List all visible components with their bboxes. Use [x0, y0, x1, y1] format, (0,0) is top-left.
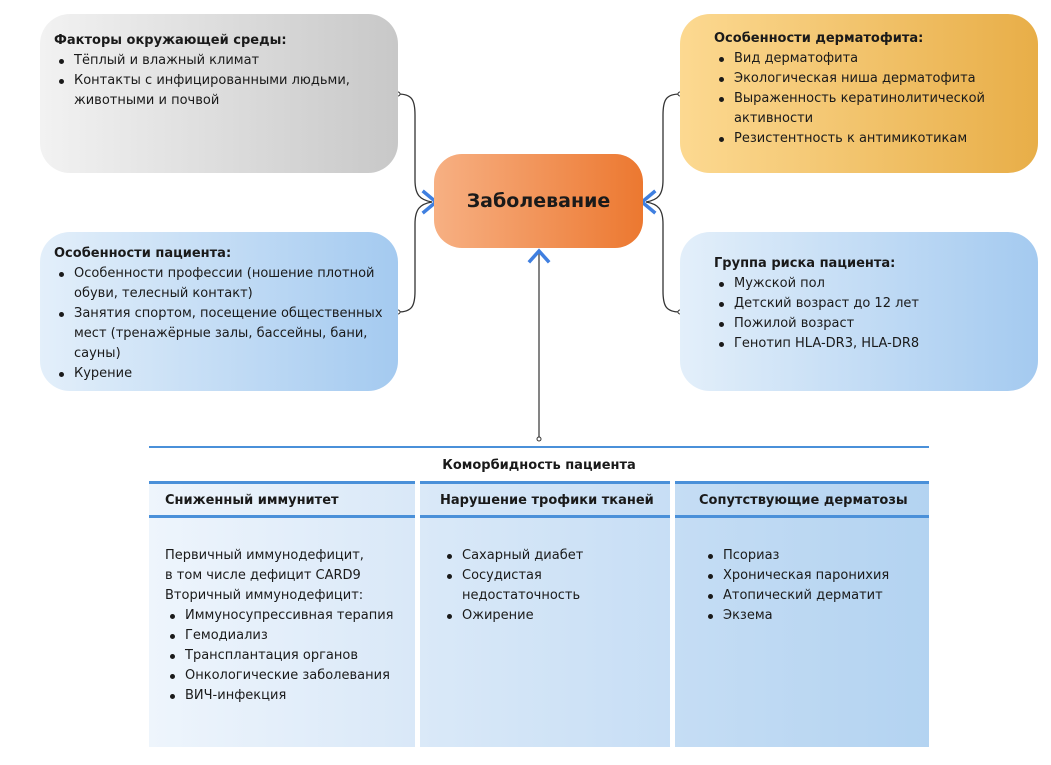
column-header: Нарушение трофики тканей	[420, 481, 670, 518]
text-line: Вторичный иммунодефицит:	[165, 588, 364, 603]
list-item: Иммуносупрессивная терапия	[165, 606, 399, 626]
list-item: Вид дерматофита	[714, 49, 1004, 69]
list-item: ВИЧ-инфекция	[165, 686, 399, 706]
list-item: Пожилой возраст	[714, 314, 1004, 334]
list-item: Гемодиализ	[165, 626, 399, 646]
list-item: Занятия спортом, посещение общественных …	[54, 304, 384, 364]
list-item: Ожирение	[442, 606, 592, 626]
arrow-up-icon	[527, 248, 551, 264]
risk-group-box: Группа риска пациента: Мужской пол Детск…	[680, 232, 1038, 391]
list-item: Особенности профессии (ношение плотной о…	[54, 264, 384, 304]
list-item: Трансплантация органов	[165, 646, 399, 666]
list-item: Детский возраст до 12 лет	[714, 294, 1004, 314]
list-item: Резистентность к антимикотикам	[714, 129, 1004, 149]
arrow-left-icon	[639, 189, 657, 215]
patient-features-box: Особенности пациента: Особенности профес…	[40, 232, 398, 391]
risk-group-title: Группа риска пациента:	[714, 256, 896, 271]
list-item: Хроническая паронихия	[703, 566, 913, 586]
connector-env-to-center	[397, 93, 433, 203]
center-node-label: Заболевание	[466, 190, 611, 212]
comorbidity-column-immunity: Сниженный иммунитет Первичный иммунодефи…	[149, 481, 415, 747]
text-line: Первичный иммунодефицит,	[165, 548, 364, 563]
dermatoses-list: Псориаз Хроническая паронихия Атопически…	[703, 546, 913, 626]
environment-factors-list: Тёплый и влажный климат Контакты с инфиц…	[54, 51, 384, 111]
environment-factors-box: Факторы окружающей среды: Тёплый и влажн…	[40, 14, 398, 173]
list-item: Генотип HLA-DR3, HLA-DR8	[714, 334, 1004, 354]
immunity-list: Иммуносупрессивная терапия Гемодиализ Тр…	[165, 606, 399, 706]
comorbidity-title: Коморбидность пациента	[442, 458, 636, 473]
dermatophyte-features-list: Вид дерматофита Экологическая ниша дерма…	[714, 49, 1004, 149]
comorbidity-column-dermatoses: Сопутствующие дерматозы Псориаз Хроничес…	[675, 481, 929, 747]
connector-risk-to-center	[645, 201, 681, 313]
list-item: Контакты с инфицированными людьми, живот…	[54, 71, 384, 111]
list-item: Выраженность кератинолитической активнос…	[714, 89, 1004, 129]
list-item: Экзема	[703, 606, 913, 626]
list-item: Сахарный диабет	[442, 546, 592, 566]
column-body: Первичный иммунодефицит, в том числе деф…	[149, 518, 415, 706]
list-item: Мужской пол	[714, 274, 1004, 294]
trophic-list: Сахарный диабет Сосудистая недостаточнос…	[442, 546, 592, 626]
connector-patient-to-center	[397, 201, 433, 313]
patient-features-title: Особенности пациента:	[54, 246, 232, 261]
dermatophyte-features-title: Особенности дерматофита:	[714, 31, 924, 46]
comorbidity-divider	[149, 446, 929, 448]
list-item: Сосудистая недостаточность	[442, 566, 592, 606]
comorbidity-column-trophic: Нарушение трофики тканей Сахарный диабет…	[420, 481, 670, 747]
list-item: Курение	[54, 364, 384, 384]
connector-dot	[536, 436, 542, 442]
connector-derm-to-center	[645, 93, 681, 203]
list-item: Тёплый и влажный климат	[54, 51, 384, 71]
column-body: Сахарный диабет Сосудистая недостаточнос…	[420, 518, 670, 626]
list-item: Атопический дерматит	[703, 586, 913, 606]
column-header: Сопутствующие дерматозы	[675, 481, 929, 518]
list-item: Онкологические заболевания	[165, 666, 399, 686]
risk-group-list: Мужской пол Детский возраст до 12 лет По…	[714, 274, 1004, 354]
center-node-disease: Заболевание	[434, 154, 643, 248]
list-item: Экологическая ниша дерматофита	[714, 69, 1004, 89]
dermatophyte-features-box: Особенности дерматофита: Вид дерматофита…	[680, 14, 1038, 173]
environment-factors-title: Факторы окружающей среды:	[54, 33, 287, 48]
list-item: Псориаз	[703, 546, 913, 566]
patient-features-list: Особенности профессии (ношение плотной о…	[54, 264, 384, 384]
column-header: Сниженный иммунитет	[149, 481, 415, 518]
column-body: Псориаз Хроническая паронихия Атопически…	[675, 518, 929, 626]
text-line: в том числе дефицит CARD9	[165, 568, 361, 583]
